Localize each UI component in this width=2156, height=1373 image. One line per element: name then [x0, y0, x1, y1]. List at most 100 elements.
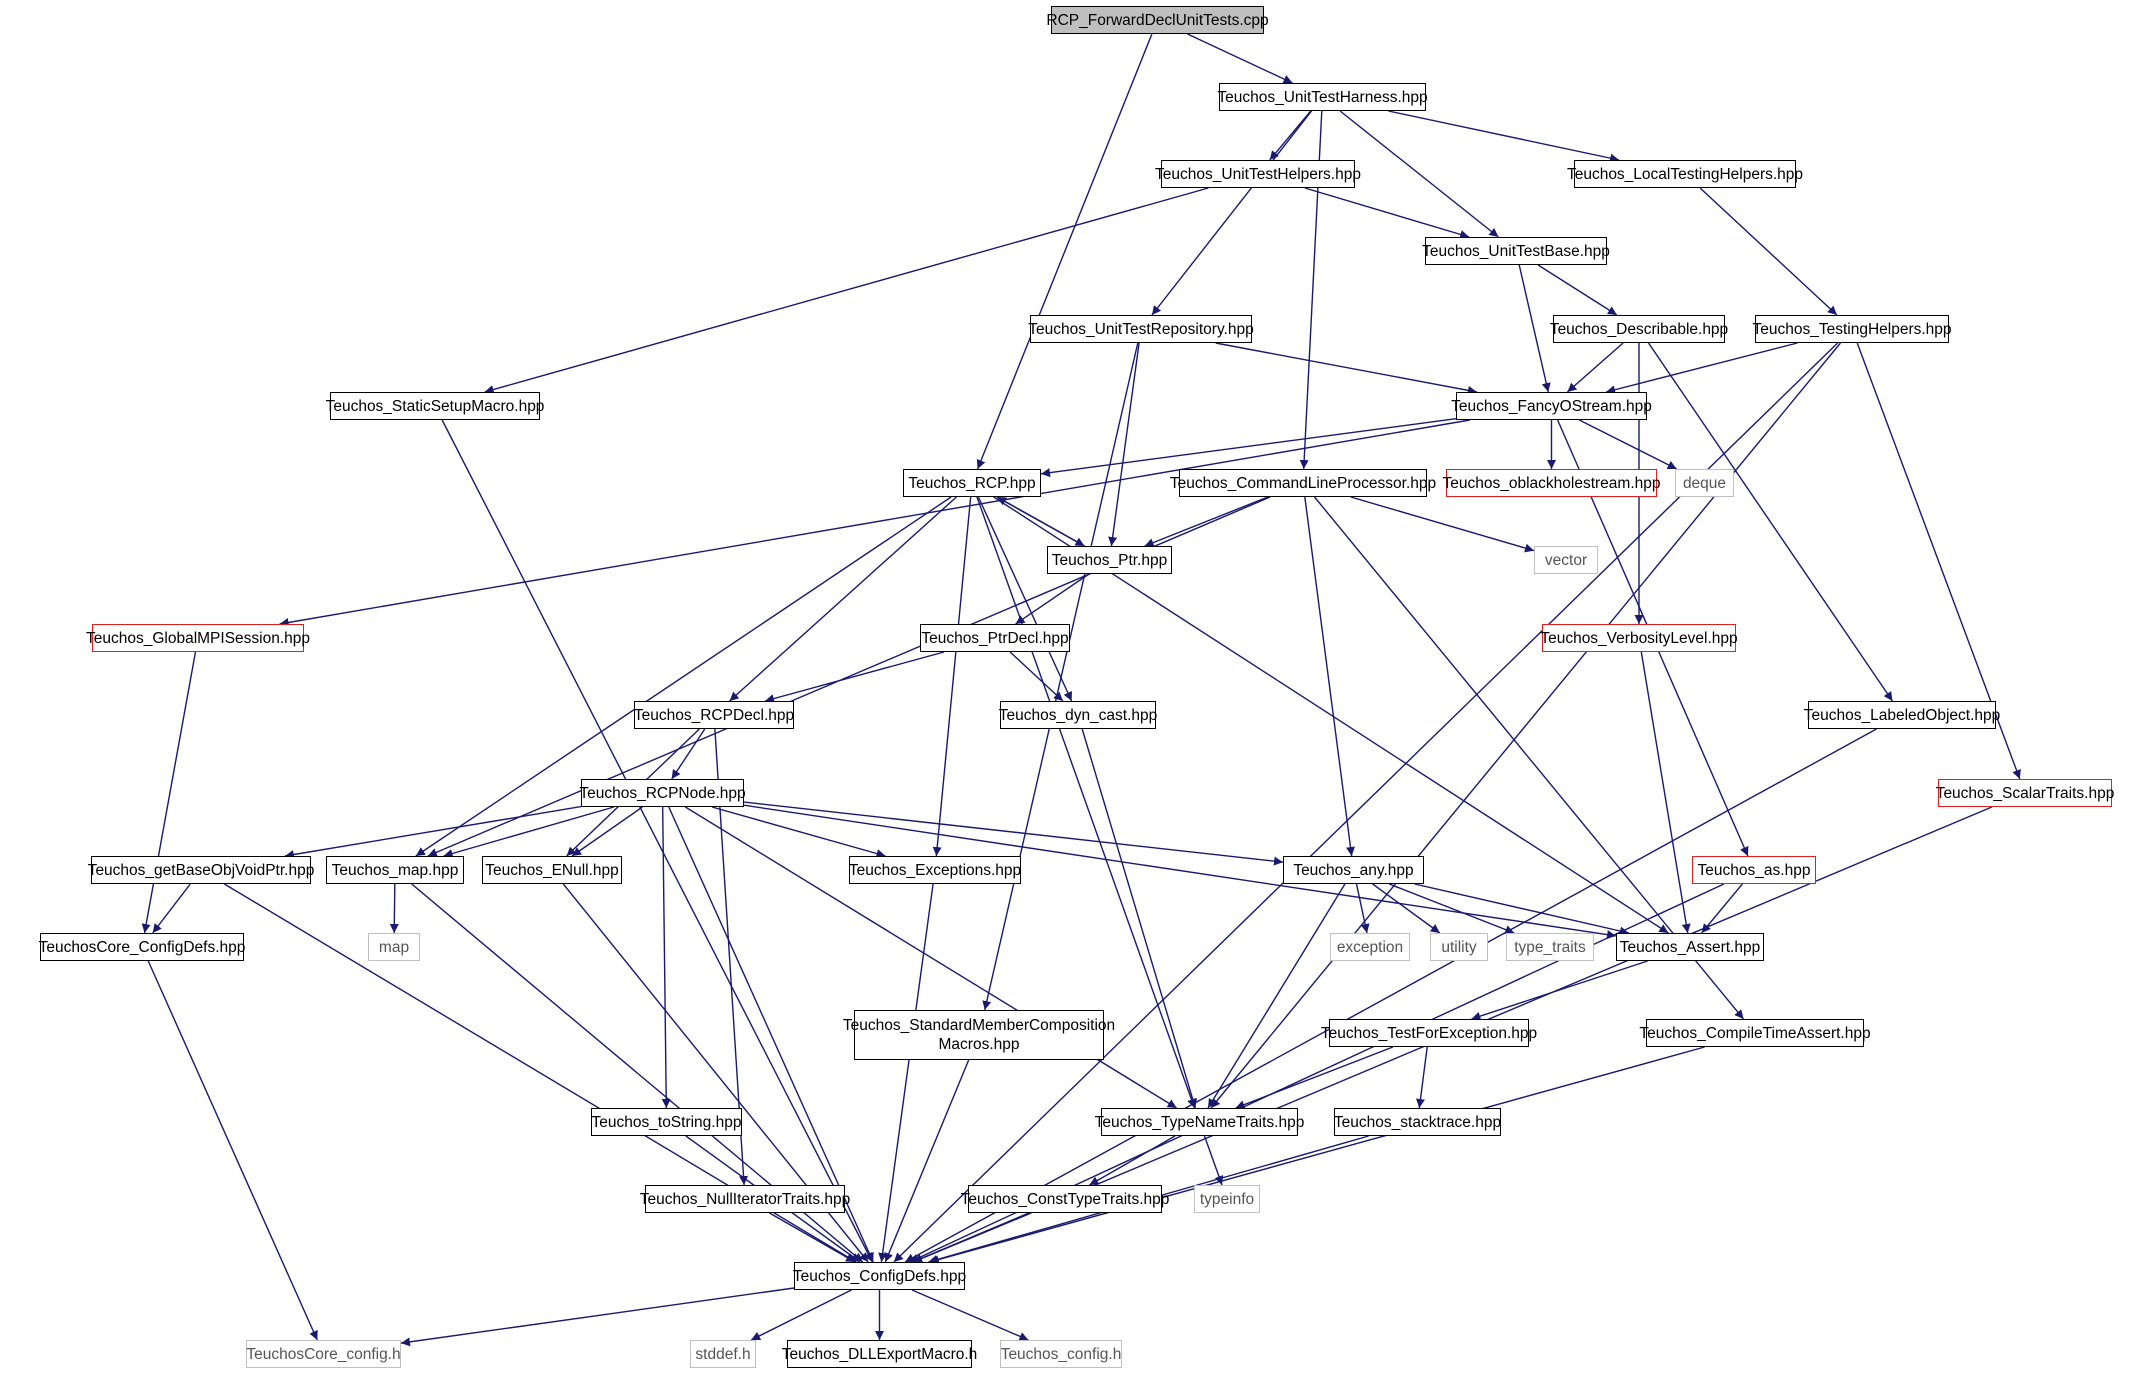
- edge-rcp-to-map_hpp: [415, 496, 952, 857]
- edge-rcpnode-to-tostring: [661, 806, 671, 1109]
- node-teuchos-testinghelpers[interactable]: Teuchos_TestingHelpers.hpp: [1752, 315, 1952, 343]
- edge-cmdline-to-ptr: [1144, 496, 1269, 547]
- edge-helpers-to-staticsetup: [484, 187, 1209, 394]
- edge-configdefs-to-config: [911, 1289, 1029, 1341]
- node-teuchos-compiletimeassert[interactable]: Teuchos_CompileTimeAssert.hpp: [1639, 1019, 1871, 1047]
- edge-coreconfigdefs-to-coreconfig: [147, 960, 318, 1341]
- edge-configdefs-to-stddef: [750, 1289, 852, 1341]
- edge-repository-to-ptr: [1108, 342, 1140, 547]
- edge-rcpnode-to-enull: [571, 806, 643, 857]
- node-teuchos-describable[interactable]: Teuchos_Describable.hpp: [1550, 315, 1728, 343]
- edge-labeledobject-to-configdefs: [904, 728, 1877, 1263]
- node-teuchos-assert[interactable]: Teuchos_Assert.hpp: [1616, 933, 1764, 961]
- node-teuchos-configdefs[interactable]: Teuchos_ConfigDefs.hpp: [793, 1262, 966, 1290]
- edge-rcp-to-dyncast: [977, 496, 1073, 702]
- edge-stdmember-to-configdefs: [884, 1059, 970, 1263]
- edge-describable-to-fancyostream: [1566, 342, 1624, 393]
- edge-rcp-to-typename: [976, 496, 1196, 1109]
- edge-cmdline-to-vector: [1350, 496, 1535, 553]
- node-teuchos-verbositylevel[interactable]: Teuchos_VerbosityLevel.hpp: [1540, 624, 1738, 652]
- node-teuchos-testforexception[interactable]: Teuchos_TestForException.hpp: [1321, 1019, 1537, 1047]
- edge-fancyostream-to-globalmpi: [279, 419, 1470, 627]
- edge-unittestbase-to-describable: [1537, 264, 1618, 316]
- node-teuchos-staticsetupmacro[interactable]: Teuchos_StaticSetupMacro.hpp: [326, 392, 544, 420]
- node-teuchos-config-h[interactable]: Teuchos_config.h: [1000, 1340, 1122, 1368]
- node-teuchos-typenametraits[interactable]: Teuchos_TypeNameTraits.hpp: [1095, 1108, 1304, 1136]
- edge-getbaseobj-to-coreconfigdefs: [152, 883, 191, 934]
- edge-any-to-exception: [1355, 883, 1370, 934]
- node-teuchos-exceptions[interactable]: Teuchos_Exceptions.hpp: [849, 856, 1021, 884]
- edge-rcpnode-to-assert: [743, 804, 1617, 940]
- edge-rcpdecl-to-rcpnode: [671, 728, 706, 780]
- node-teuchos-rcpnode[interactable]: Teuchos_RCPNode.hpp: [579, 779, 746, 807]
- node-vector[interactable]: vector: [1534, 546, 1598, 574]
- edge-harness-to-helpers: [1269, 110, 1312, 161]
- node-teuchos-dyn-cast[interactable]: Teuchos_dyn_cast.hpp: [999, 701, 1157, 729]
- edge-ptr-to-ptrdecl: [1015, 573, 1090, 625]
- edge-ptrdecl-to-rcpdecl: [764, 651, 945, 703]
- node-exception[interactable]: exception: [1330, 933, 1410, 961]
- node-rcp-forwarddeclunittests-cpp[interactable]: RCP_ForwardDeclUnitTests.cpp: [1046, 6, 1269, 34]
- node-type-traits[interactable]: type_traits: [1506, 933, 1594, 961]
- node-deque[interactable]: deque: [1675, 469, 1734, 497]
- edge-as-to-assert: [1701, 883, 1743, 934]
- node-teuchos-stacktrace[interactable]: Teuchos_stacktrace.hpp: [1334, 1108, 1501, 1136]
- node-teuchos-fancyostream[interactable]: Teuchos_FancyOStream.hpp: [1451, 392, 1652, 420]
- edge-any-to-assert: [1414, 883, 1629, 936]
- node-teuchos-rcp[interactable]: Teuchos_RCP.hpp: [903, 469, 1041, 497]
- edge-globalmpi-to-coreconfigdefs: [141, 651, 197, 934]
- node-teuchos-any[interactable]: Teuchos_any.hpp: [1283, 856, 1424, 884]
- node-teuchos-globalmpisession[interactable]: Teuchos_GlobalMPISession.hpp: [86, 624, 310, 652]
- node-teuchos-map[interactable]: Teuchos_map.hpp: [326, 856, 464, 884]
- node-utility[interactable]: utility: [1430, 933, 1488, 961]
- node-teuchos-ptr[interactable]: Teuchos_Ptr.hpp: [1047, 546, 1172, 574]
- node-teuchos-oblackholestream[interactable]: Teuchos_oblackholestream.hpp: [1443, 469, 1661, 497]
- edge-dyncast-to-typename: [1081, 728, 1198, 1109]
- node-teuchoscore-configdefs[interactable]: TeuchosCore_ConfigDefs.hpp: [39, 933, 245, 961]
- node-teuchos-localtestinghelpers[interactable]: Teuchos_LocalTestingHelpers.hpp: [1567, 160, 1803, 188]
- node-teuchos-enull[interactable]: Teuchos_ENull.hpp: [482, 856, 622, 884]
- edge-ptrdecl-to-dyncast: [1009, 651, 1064, 702]
- edge-harness-to-unittestbase: [1339, 110, 1499, 238]
- edge-any-to-type_traits: [1388, 883, 1515, 934]
- node-teuchos-unittestrepository[interactable]: Teuchos_UnitTestRepository.hpp: [1028, 315, 1254, 343]
- edge-root-to-harness: [1187, 33, 1293, 84]
- node-teuchos-nulliteratortraits[interactable]: Teuchos_NullIteratorTraits.hpp: [640, 1185, 850, 1213]
- edge-typename-to-consttype: [1089, 1135, 1176, 1186]
- edge-map_hpp-to-map: [389, 883, 399, 934]
- node-teuchos-dllexportmacro[interactable]: Teuchos_DLLExportMacro.h: [782, 1340, 977, 1368]
- edge-harness-to-repository: [1151, 110, 1313, 316]
- edge-rcpnode-to-any: [743, 801, 1284, 866]
- node-teuchos-unittestbase[interactable]: Teuchos_UnitTestBase.hpp: [1422, 237, 1610, 265]
- edge-ptr-to-rcp: [996, 496, 1085, 547]
- node-teuchos-unittesthelpers[interactable]: Teuchos_UnitTestHelpers.hpp: [1155, 160, 1361, 188]
- node-teuchos-rcpdecl[interactable]: Teuchos_RCPDecl.hpp: [634, 701, 794, 729]
- edge-cmdline-to-compiletime: [1313, 496, 1745, 1020]
- node-typeinfo[interactable]: typeinfo: [1194, 1185, 1260, 1213]
- edge-exceptions-to-configdefs: [878, 883, 934, 1263]
- node-teuchos-unittestharness[interactable]: Teuchos_UnitTestHarness.hpp: [1217, 83, 1428, 111]
- edge-localtesting-to-testinghelpers: [1699, 187, 1838, 316]
- edge-rcpnode-to-getbaseobj: [284, 805, 582, 859]
- edge-root-to-rcp: [976, 33, 1153, 470]
- node-stddef-h[interactable]: stddef.h: [690, 1340, 756, 1368]
- node-teuchoscore-config-h[interactable]: TeuchosCore_config.h: [246, 1340, 401, 1368]
- node-teuchos-tostring[interactable]: Teuchos_toString.hpp: [591, 1108, 742, 1136]
- edge-verbosity-to-assert: [1640, 651, 1691, 934]
- edge-assert-to-testforexc: [1471, 960, 1648, 1021]
- node-teuchos-ptrdecl[interactable]: Teuchos_PtrDecl.hpp: [920, 624, 1070, 652]
- node-teuchos-as[interactable]: Teuchos_as.hpp: [1692, 856, 1816, 884]
- node-teuchos-scalartraits[interactable]: Teuchos_ScalarTraits.hpp: [1936, 779, 2114, 807]
- node-teuchos-consttypetraits[interactable]: Teuchos_ConstTypeTraits.hpp: [961, 1185, 1169, 1213]
- edge-rcpnode-to-map_hpp: [443, 806, 615, 858]
- edge-rcpnode-to-exceptions: [711, 806, 886, 858]
- edge-unittestbase-to-fancyostream: [1518, 264, 1551, 393]
- node-teuchos-getbaseobjvoidptr[interactable]: Teuchos_getBaseObjVoidPtr.hpp: [88, 856, 314, 884]
- node-teuchos-commandlineprocessor[interactable]: Teuchos_CommandLineProcessor.hpp: [1170, 469, 1436, 497]
- node-map[interactable]: map: [368, 933, 420, 961]
- node-teuchos-labeledobject[interactable]: Teuchos_LabeledObject.hpp: [1804, 701, 2000, 729]
- edge-harness-to-localtesting: [1388, 110, 1620, 163]
- node-teuchos-standardmembercompositionmacros[interactable]: Teuchos_StandardMemberComposition Macros…: [843, 1010, 1115, 1060]
